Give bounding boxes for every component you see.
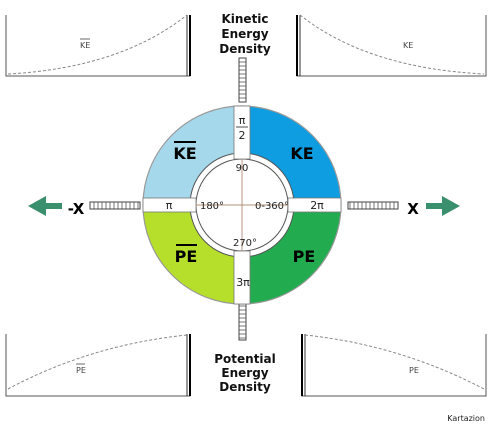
- mini-chart-top-left: KE: [5, 14, 191, 77]
- mini-chart-label: PE: [76, 366, 86, 375]
- x-axis-right: [347, 201, 399, 210]
- svg-text:Energy: Energy: [221, 27, 268, 41]
- angle-label-right: 0-360°: [255, 201, 289, 212]
- svg-text:Density: Density: [219, 380, 271, 394]
- mini-chart-label: KE: [403, 41, 413, 50]
- x-axis-left: [89, 201, 141, 210]
- arrow-right-icon: [426, 196, 460, 216]
- axis-label-positive-x: X: [407, 200, 419, 218]
- quadrant-top-left: [143, 106, 242, 205]
- svg-text:Energy: Energy: [221, 366, 268, 380]
- arrow-left-icon: [28, 196, 62, 216]
- mini-chart-curve: [299, 14, 485, 75]
- radian-label-left: π: [166, 199, 173, 212]
- quadrant-bottom-right: [242, 205, 341, 304]
- quadrant-label-top-left: KE: [173, 144, 196, 163]
- quadrant-bottom-left: [143, 205, 242, 304]
- mini-chart-label: PE: [409, 366, 419, 375]
- radian-label-top-numerator: π: [239, 114, 246, 127]
- y-axis-top: [238, 57, 247, 103]
- mini-chart-curve: [7, 14, 188, 75]
- potential-energy-density-title: Potential Energy Density: [214, 352, 276, 394]
- credit-text: Kartazion: [447, 414, 485, 423]
- mini-chart-bottom-right: PE: [301, 334, 487, 397]
- radian-label-right: 2π: [310, 199, 324, 212]
- mini-chart-label: KE: [80, 41, 90, 50]
- svg-text:Density: Density: [219, 42, 271, 56]
- quadrant-top-right: [242, 106, 341, 205]
- svg-text:Kinetic: Kinetic: [221, 12, 268, 26]
- quadrant-label-bottom-left: PE: [175, 247, 198, 266]
- ring: [142, 105, 342, 305]
- angle-label-left: 180°: [200, 201, 224, 212]
- radian-label-bottom: 3π: [236, 276, 250, 289]
- mini-chart-curve: [304, 334, 485, 390]
- angle-label-bottom: 270°: [233, 238, 257, 249]
- svg-text:Potential: Potential: [214, 352, 276, 366]
- mini-chart-bottom-left: PE: [5, 334, 191, 397]
- kinetic-energy-density-title: Kinetic Energy Density: [219, 12, 271, 56]
- mini-chart-curve: [7, 334, 188, 390]
- quadrant-label-bottom-right: PE: [293, 247, 316, 266]
- mini-chart-top-right: KE: [296, 14, 487, 77]
- axis-label-negative-x: -X: [68, 200, 85, 218]
- angle-label-top: 90: [236, 163, 249, 174]
- radian-label-top-denominator: 2: [239, 129, 246, 142]
- quadrant-label-top-right: KE: [290, 144, 313, 163]
